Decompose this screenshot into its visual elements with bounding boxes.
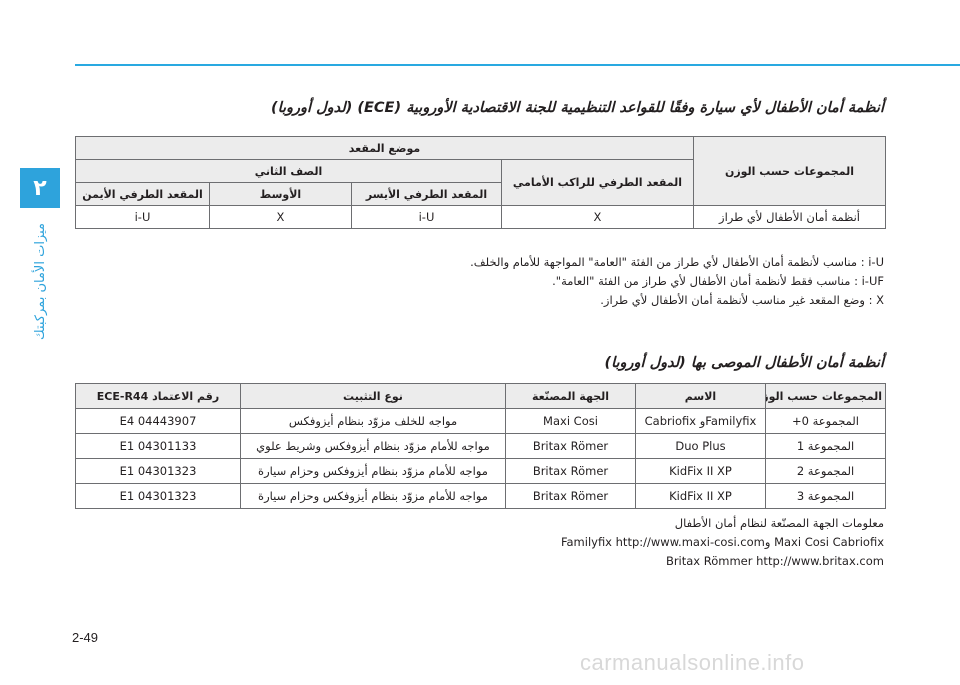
info-line: Maxi Cosi Cabriofix وFamilyfix http://ww…	[560, 535, 884, 549]
header-right-outboard: المقعد الطرفي الأيمن	[75, 182, 210, 206]
table-row: المجموعة 0+ Familyfixو Cabriofix Maxi Co…	[75, 408, 886, 434]
cell-approval: E1 04301323	[75, 483, 241, 509]
info-line: Britax Römmer http://www.britax.com	[665, 554, 884, 568]
cell-mount-type: مواجه للأمام مزوّد بنظام أيزوفكس وحزام س…	[240, 458, 506, 484]
chapter-tab: ٢	[20, 168, 60, 208]
header-second-row: الصف الثاني	[75, 159, 502, 183]
header-seat-position: موضع المقعد	[75, 136, 694, 160]
cell-approval: E4 04443907	[75, 408, 241, 434]
cell-name: KidFix II XP	[635, 483, 766, 509]
top-divider	[75, 64, 960, 66]
cell-group: المجموعة 1	[765, 433, 886, 459]
note-line: i-U : مناسب لأنظمة أمان الأطفال لأي طراز…	[470, 255, 884, 269]
section-heading-2: أنظمة أمان الأطفال الموصى بها (لدول أورو…	[604, 355, 884, 371]
table-row: المجموعة 2 KidFix II XP Britax Römer موا…	[75, 458, 886, 484]
row-label: أنظمة أمان الأطفال لأي طراز	[693, 205, 886, 229]
info-line: معلومات الجهة المصنّعة لنظام أمان الأطفا…	[674, 516, 884, 530]
cell-group: المجموعة 2	[765, 458, 886, 484]
recommended-seats-table: المجموعات حسب الوزن الاسم الجهة المصنّعة…	[75, 383, 886, 509]
watermark: carmanualsonline.info	[580, 650, 805, 675]
cell-approval: E1 04301323	[75, 458, 241, 484]
header-mount-type: نوع التثبيت	[240, 383, 506, 409]
cell-mount-type: مواجه للأمام مزوّد بنظام أيزوفكس وشريط ع…	[240, 433, 506, 459]
table-row: أنظمة أمان الأطفال لأي طراز X i-U X i-U	[75, 205, 886, 229]
seating-positions-table: المجموعات حسب الوزن موضع المقعد المقعد ا…	[75, 136, 886, 229]
table-row: المجموعة 3 KidFix II XP Britax Römer موا…	[75, 483, 886, 509]
note-line: i-UF : مناسب فقط لأنظمة أمان الأطفال لأي…	[552, 274, 884, 288]
header-approval-number: رقم الاعتماد ECE-R44	[75, 383, 241, 409]
header-middle: الأوسط	[209, 182, 352, 206]
header-weight-group: المجموعات حسب الوزن	[765, 383, 886, 409]
cell-mount-type: مواجه للأمام مزوّد بنظام أيزوفكس وحزام س…	[240, 483, 506, 509]
section-heading-1: أنظمة أمان الأطفال لأي سيارة وفقًا للقوا…	[270, 100, 884, 116]
header-weight-group: المجموعات حسب الوزن	[693, 136, 886, 206]
cell-right: i-U	[75, 205, 210, 229]
chapter-side-label: ميزات الأمان بمركبتك	[20, 206, 60, 356]
cell-name: Duo Plus	[635, 433, 766, 459]
manufacturer-info: معلومات الجهة المصنّعة لنظام أمان الأطفا…	[561, 514, 884, 571]
cell-manufacturer: Britax Römer	[505, 458, 636, 484]
cell-name: Familyfixو Cabriofix	[635, 408, 766, 434]
table-row: المجموعة 1 Duo Plus Britax Römer مواجه ل…	[75, 433, 886, 459]
cell-approval: E1 04301133	[75, 433, 241, 459]
cell-left: i-U	[351, 205, 502, 229]
header-front-passenger: المقعد الطرفي للراكب الأمامي	[501, 159, 694, 206]
cell-manufacturer: Britax Römer	[505, 433, 636, 459]
cell-manufacturer: Maxi Cosi	[505, 408, 636, 434]
cell-mount-type: مواجه للخلف مزوّد بنظام أيزوفكس	[240, 408, 506, 434]
cell-name: KidFix II XP	[635, 458, 766, 484]
cell-middle: X	[209, 205, 352, 229]
cell-manufacturer: Britax Römer	[505, 483, 636, 509]
header-manufacturer: الجهة المصنّعة	[505, 383, 636, 409]
cell-group: المجموعة 3	[765, 483, 886, 509]
legend-notes: i-U : مناسب لأنظمة أمان الأطفال لأي طراز…	[470, 253, 884, 310]
page-number: 2-49	[72, 630, 99, 645]
chapter-label: ميزات الأمان بمركبتك	[32, 222, 48, 340]
cell-front: X	[501, 205, 694, 229]
header-name: الاسم	[635, 383, 766, 409]
note-line: X : وضع المقعد غير مناسب لأنظمة أمان الأ…	[600, 293, 884, 307]
cell-group: المجموعة 0+	[765, 408, 886, 434]
header-left-outboard: المقعد الطرفي الأيسر	[351, 182, 502, 206]
